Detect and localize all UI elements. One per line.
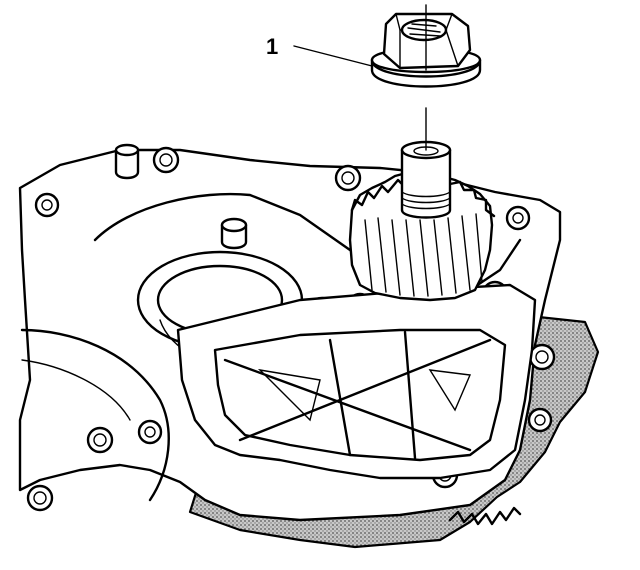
ring-gear [448, 506, 522, 526]
gear [348, 140, 496, 302]
dowel-pins [114, 143, 248, 250]
callout-label: 1 [266, 34, 278, 59]
callout-1: 1 [266, 34, 373, 67]
cover-plate [176, 283, 537, 480]
callout-leader-line [293, 45, 373, 67]
flange-nut [370, 12, 482, 88]
